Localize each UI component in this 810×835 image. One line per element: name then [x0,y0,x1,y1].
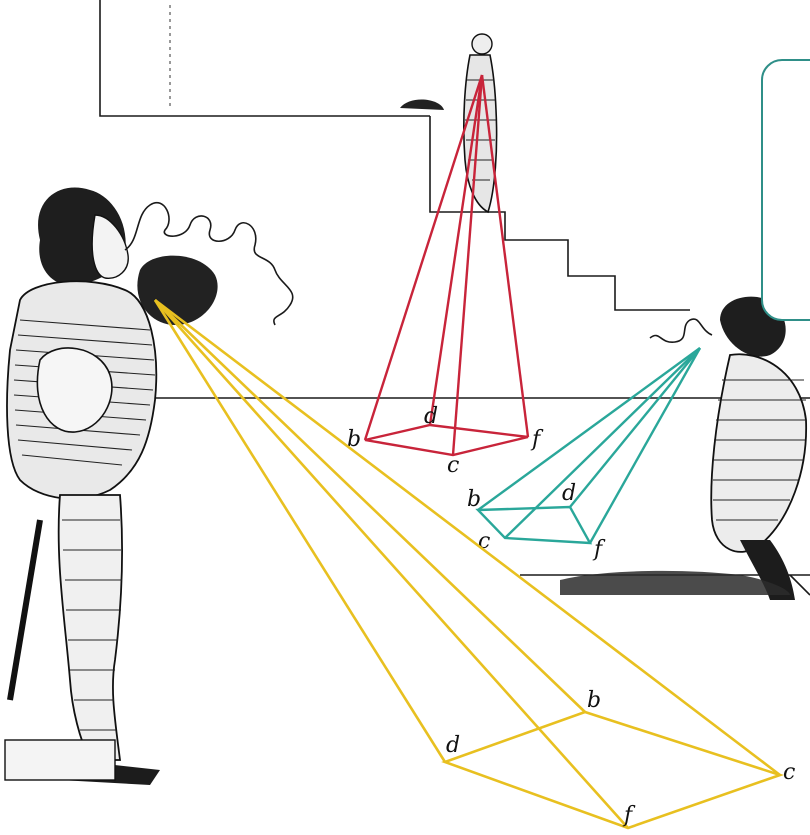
kneeling-man-body [711,354,806,552]
red-base-quad [365,425,528,455]
yellow-visual-pyramid [155,300,780,828]
teal-label-b: b [467,487,481,512]
red-label-f: f [530,427,544,452]
man-held-hat [137,256,217,325]
yellow-ray-d [155,300,445,762]
kneeling-man-breath [650,319,712,342]
standing-man-figure [5,187,293,785]
small-man-hat [400,100,444,110]
red-ray-b [365,75,482,440]
teal-visual-pyramid [478,348,700,543]
yellow-label-b: b [587,688,601,713]
wall-outline [100,0,430,116]
teal-base-quad [478,507,590,543]
small-man-head [472,34,492,54]
yellow-label-f: f [622,803,636,828]
yellow-ray-b [155,300,585,712]
man-legs [59,495,122,760]
red-ray-d [430,75,482,425]
teal-label-f: f [592,537,606,562]
yellow-label-d: d [446,733,460,758]
teal-ray-b [478,348,700,510]
callout-frame [762,60,810,320]
yellow-ray-f [155,300,628,828]
man-cane [10,520,40,700]
teal-ray-f [590,348,700,543]
yellow-label-c: c [783,760,795,785]
small-man-figure [400,34,497,212]
red-label-d: d [424,404,438,429]
teal-label-d: d [562,481,576,506]
red-ray-f [482,75,528,437]
man-pedestal [5,740,115,780]
callout-box [762,60,810,320]
red-label-c: c [447,453,459,478]
